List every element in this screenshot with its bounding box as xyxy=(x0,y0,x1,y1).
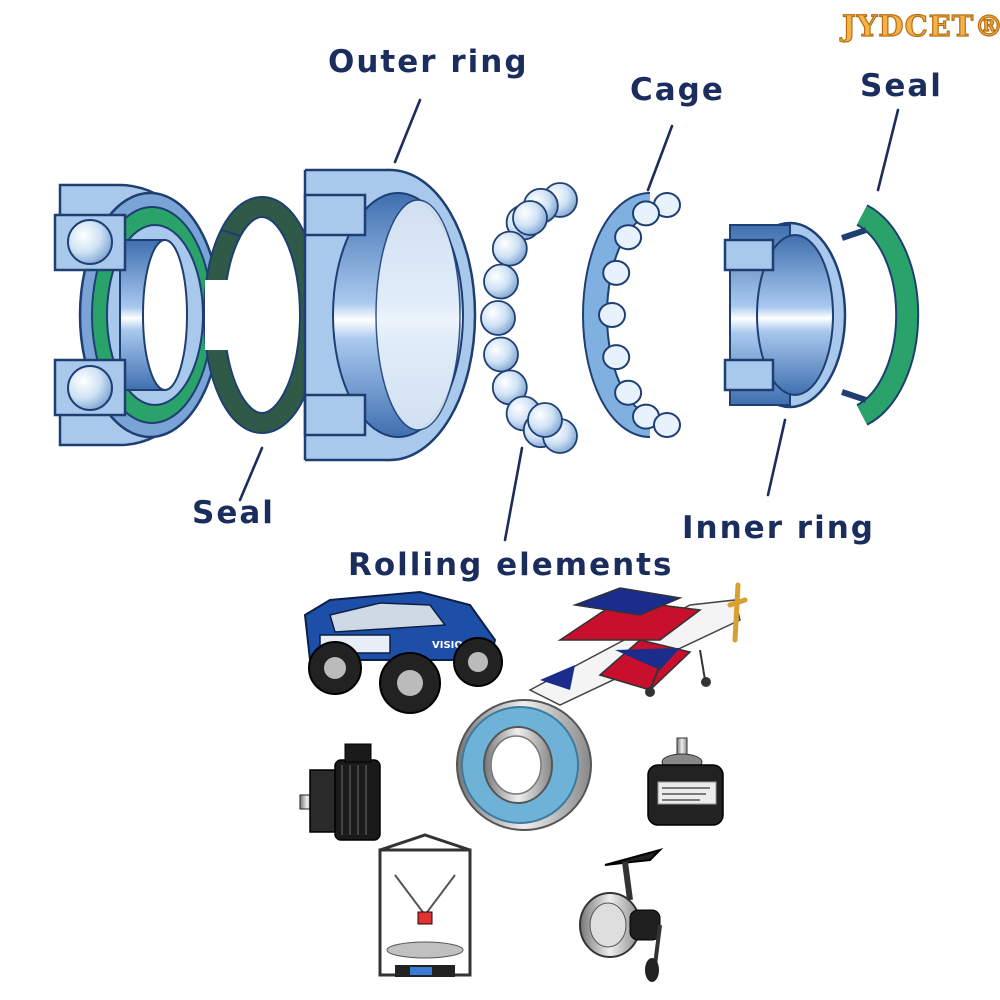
leader-cage xyxy=(646,124,674,192)
cage-pocket xyxy=(598,302,626,328)
cage-pocket xyxy=(602,259,631,286)
assembled-bearing xyxy=(53,183,222,447)
leader-outer-ring xyxy=(393,98,422,164)
label-cage: Cage xyxy=(630,72,725,108)
cage-pocket xyxy=(602,344,631,371)
label-seal-right: Seal xyxy=(860,68,943,104)
leader-rolling-elements xyxy=(503,446,524,542)
ball xyxy=(527,402,563,438)
label-rolling-elements: Rolling elements xyxy=(348,547,673,583)
right-seal xyxy=(841,204,920,426)
leader-seal-left xyxy=(238,446,264,502)
outer-ring xyxy=(303,168,477,462)
ball xyxy=(483,336,519,373)
fishing-reel-icon xyxy=(579,848,664,982)
inner-ring xyxy=(723,221,847,409)
rc-truck-icon: VISION xyxy=(303,590,503,714)
leader-inner-ring xyxy=(766,418,787,497)
bearing-photo-icon xyxy=(456,699,592,831)
cage-pocket xyxy=(614,379,643,406)
cage-pocket xyxy=(614,224,643,251)
3d-printer-icon xyxy=(378,833,472,977)
label-inner-ring: Inner ring xyxy=(682,510,875,546)
rc-airplane-icon xyxy=(528,582,748,706)
ball xyxy=(483,263,519,300)
label-outer-ring: Outer ring xyxy=(328,44,529,80)
svg-text:VISION: VISION xyxy=(432,640,471,651)
ball xyxy=(512,200,548,236)
ball xyxy=(480,300,516,336)
cage-pocket xyxy=(632,200,660,227)
left-seal xyxy=(203,196,321,434)
cage xyxy=(582,192,681,438)
label-seal-left: Seal xyxy=(192,495,275,531)
rolling-elements xyxy=(480,182,578,454)
gear-motor-icon xyxy=(647,737,724,826)
leader-seal-right xyxy=(876,108,900,192)
servo-motor-icon xyxy=(299,743,381,841)
brand-logo: JYDCET® xyxy=(839,9,1000,43)
ball xyxy=(491,230,528,267)
cage-pocket xyxy=(653,412,681,438)
